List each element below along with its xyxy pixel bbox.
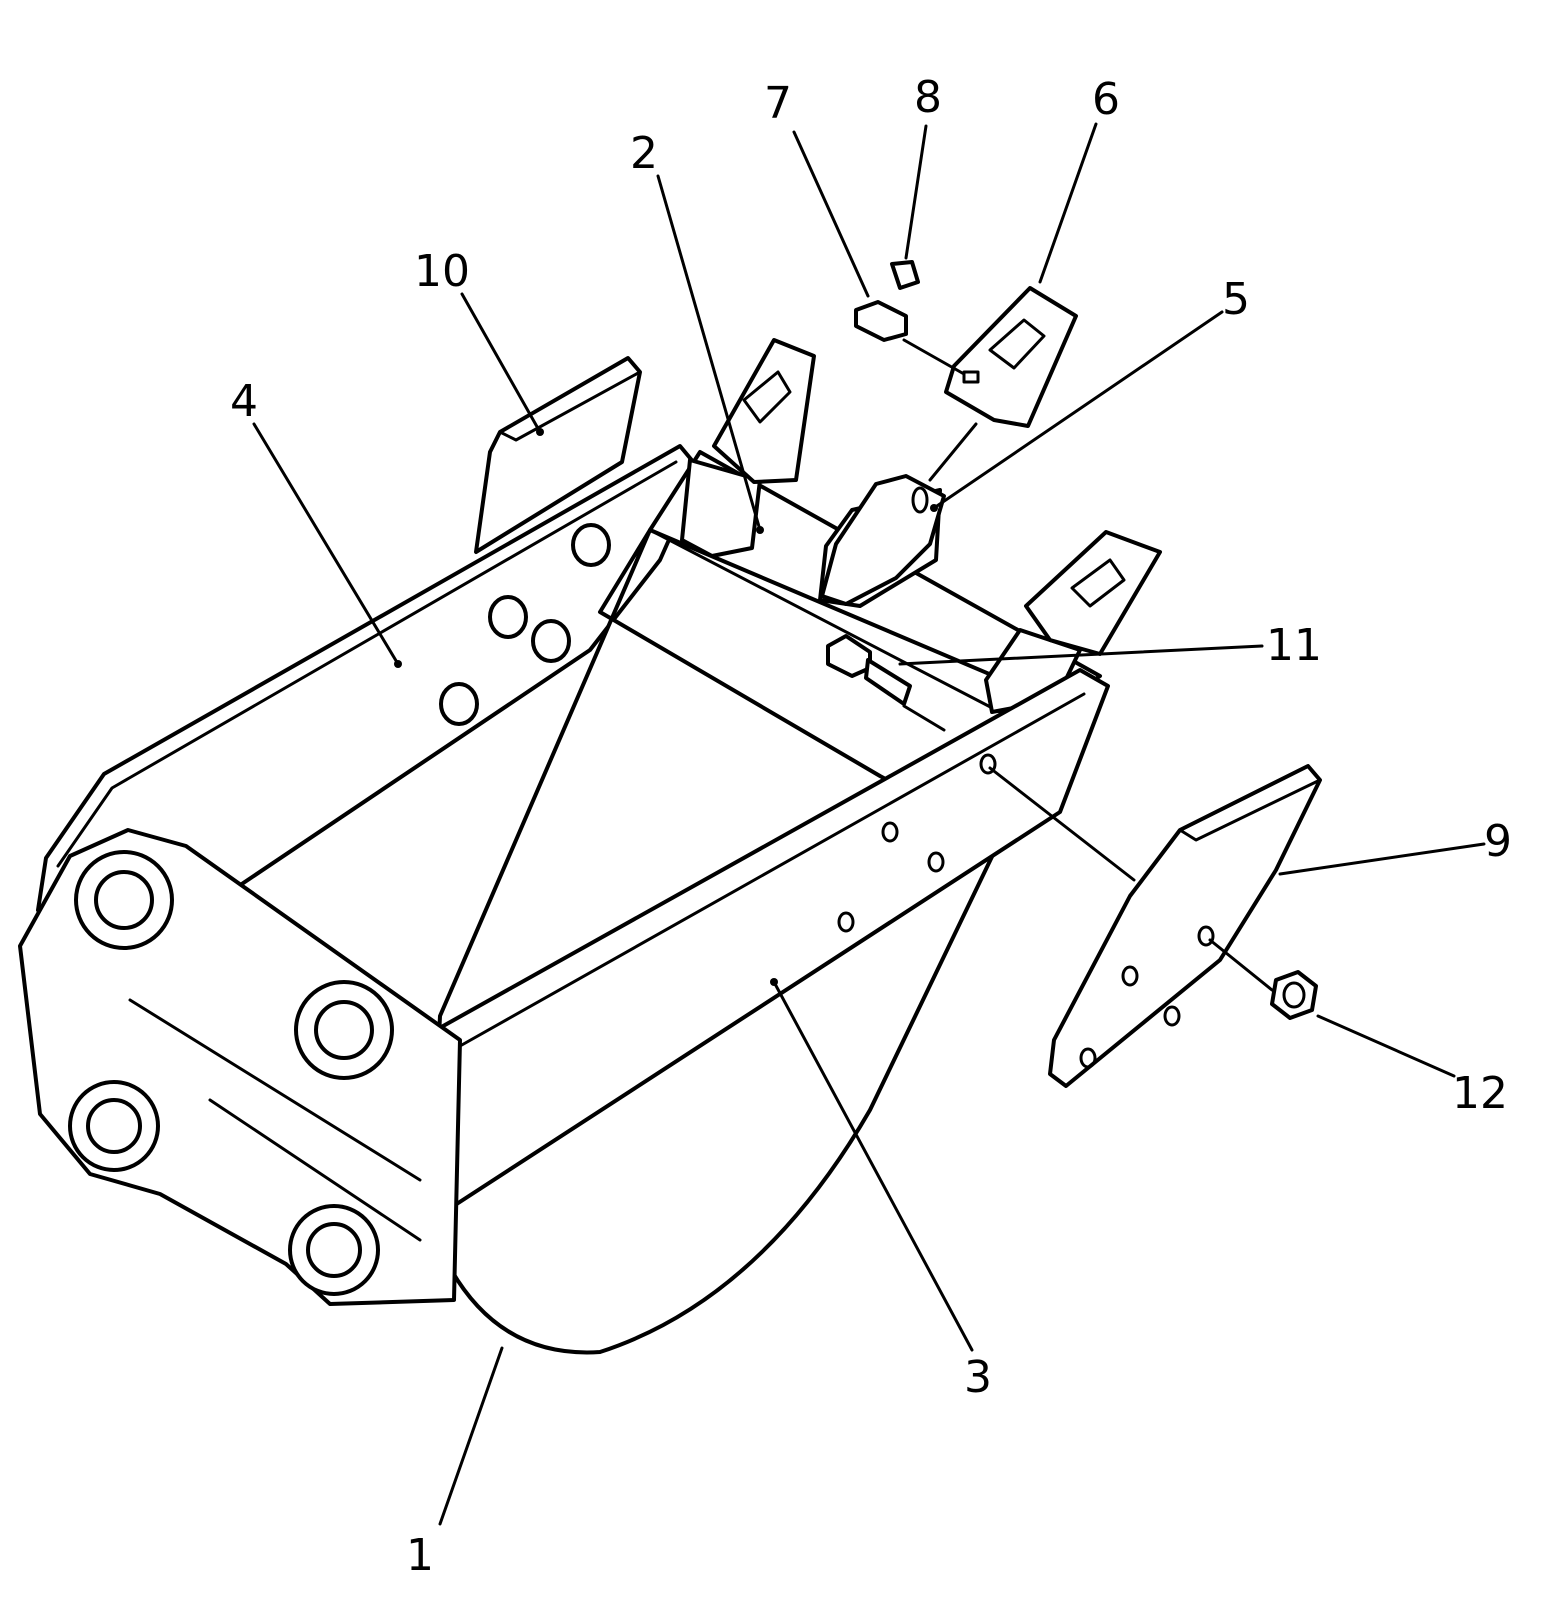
side-cutter-left — [474, 356, 642, 554]
tooth-lock — [890, 260, 920, 290]
callout-12: 12 — [1452, 1068, 1508, 1119]
callout-7: 7 — [764, 78, 792, 129]
leader-lines — [252, 122, 1486, 1526]
nut — [1270, 970, 1318, 1020]
callout-10: 10 — [414, 246, 470, 297]
callout-8: 8 — [914, 72, 942, 123]
pin-boss-bracket — [18, 828, 462, 1306]
side-plate-holes — [837, 753, 997, 933]
callout-4: 4 — [230, 376, 258, 427]
callout-9: 9 — [1484, 816, 1512, 867]
bolt — [826, 634, 912, 706]
tooth-pin — [854, 300, 908, 342]
callout-labels: 1 2 3 4 5 6 7 8 9 10 11 12 — [230, 72, 1512, 1581]
exploded-adapter — [820, 474, 946, 606]
callout-1: 1 — [406, 1530, 434, 1581]
callout-6: 6 — [1092, 74, 1120, 125]
exploded-tooth — [944, 286, 1078, 428]
pin-bosses — [68, 850, 394, 1296]
side-cutter-right — [1048, 764, 1322, 1088]
callout-3: 3 — [964, 1352, 992, 1403]
side-cutter-holes — [1079, 925, 1215, 1069]
assembly-guide-lines — [902, 338, 1274, 992]
mounted-teeth — [712, 338, 1162, 656]
callout-2: 2 — [630, 128, 658, 179]
left-side-plate — [36, 444, 702, 912]
callout-11: 11 — [1266, 620, 1322, 671]
side-plate-bolt-heads — [439, 523, 611, 726]
callout-5: 5 — [1222, 274, 1250, 325]
